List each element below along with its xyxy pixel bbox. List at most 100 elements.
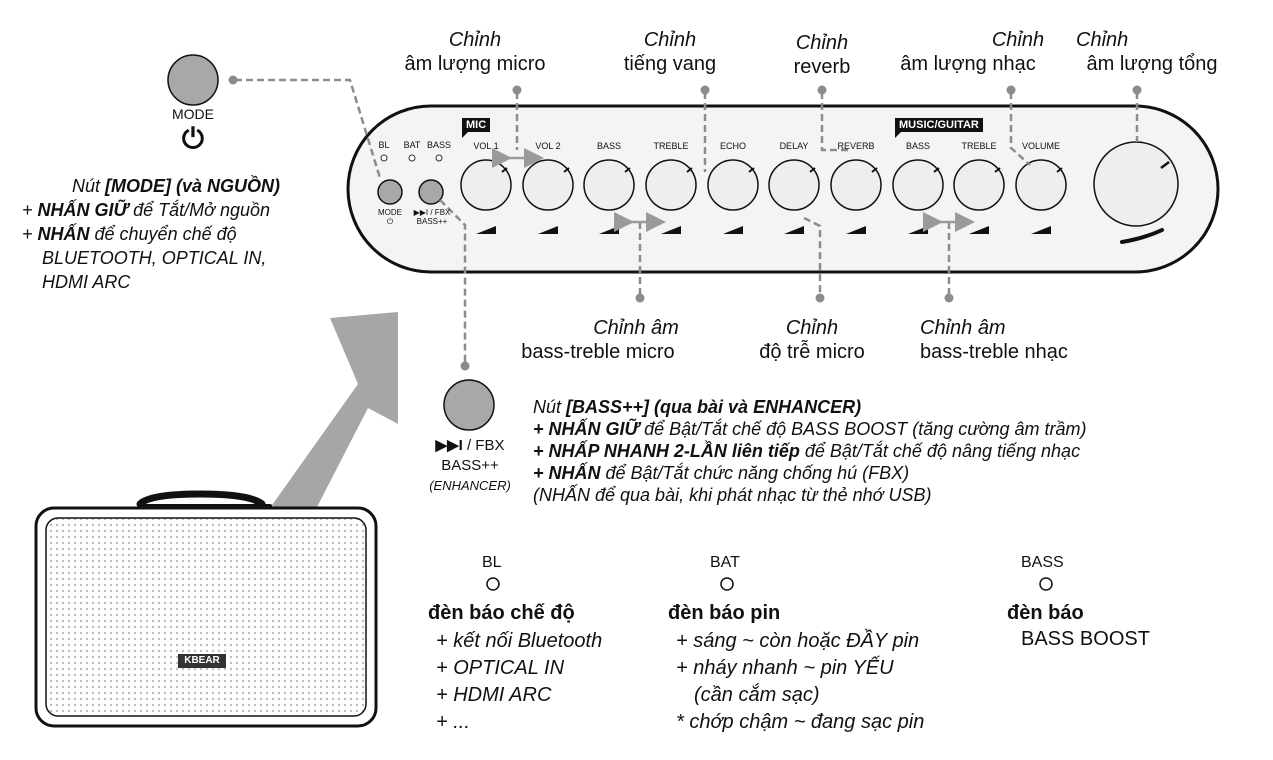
knob-echo[interactable] <box>707 159 759 234</box>
callout-master-volume: Chỉnh âm lượng tổng <box>1068 28 1236 76</box>
led-name: BL <box>482 554 502 571</box>
bass-desc-title-bold: [BASS++] (qua bài và ENHANCER) <box>566 397 862 417</box>
mode-line-pre: + <box>22 200 38 220</box>
panel-led-label-bass: BASS <box>426 140 451 150</box>
led-line: + HDMI ARC <box>436 684 552 706</box>
mode-desc: Nút [MODE] (và NGUỒN) + NHẤN GIỮ để Tắt/… <box>22 174 280 294</box>
led-line: + nháy nhanh ~ pin YẾU <box>676 657 894 679</box>
mic-section-tag: MIC <box>462 118 491 138</box>
mode-line-bold: NHẤN GIỮ <box>37 200 129 220</box>
mode-line-post: để Tắt/Mở nguồn <box>128 200 271 220</box>
leader-mode <box>235 78 382 179</box>
knob-label: VOL 2 <box>535 141 561 151</box>
leader-dots <box>228 75 1142 371</box>
panel-mode-label: MODE <box>378 208 402 217</box>
panel-mode-button[interactable] <box>377 179 403 205</box>
led-line: (cần cắm sạc) <box>694 684 820 706</box>
callout-line: Chỉnh <box>1076 29 1129 51</box>
knob-music-volume[interactable] <box>1015 159 1067 234</box>
led-head: đèn báo <box>1007 602 1084 624</box>
mode-line-pre: + <box>22 224 38 244</box>
panel-fbx-button[interactable] <box>418 179 444 205</box>
callout-line: Chỉnh <box>991 29 1045 51</box>
panel-power-icon: ⏻ <box>386 217 394 226</box>
bass-desc-line: + NHẤN để Bật/Tắt chức năng chống hú (FB… <box>533 462 1087 484</box>
skip-icon: ▶▶I <box>435 437 463 454</box>
mode-line-bold: NHẤN <box>37 224 90 244</box>
panel-bass-label: BASS++ <box>416 217 448 226</box>
panel-led-label-bat: BAT <box>403 140 421 150</box>
led-head: đèn báo chế độ <box>428 602 575 624</box>
mode-desc-title-bold: [MODE] (và NGUỒN) <box>105 176 281 196</box>
knob-label: ECHO <box>719 141 746 151</box>
mode-big-button[interactable] <box>167 54 219 106</box>
speaker-logo-plate <box>178 654 226 668</box>
bass-line-post: để Bật/Tắt chức năng chống hú (FBX) <box>600 463 910 483</box>
bass-line-pre: + <box>533 419 549 439</box>
knob-label: TREBLE <box>961 141 997 151</box>
leader-fbx <box>439 199 467 362</box>
legend-led-bass <box>1039 577 1053 591</box>
knob-label: REVERB <box>837 141 875 151</box>
knob-reverb[interactable] <box>830 159 882 234</box>
callout-line: âm lượng nhạc <box>900 53 1036 75</box>
mode-caption: MODE <box>172 106 214 122</box>
legend-led-bat <box>720 577 734 591</box>
led-line: + kết nối Bluetooth <box>436 630 603 652</box>
knob-music-treble[interactable] <box>953 159 1005 234</box>
bass-line-pre: + <box>533 463 549 483</box>
legend-leds <box>486 577 1053 591</box>
callout-mic-volume: Chỉnh âm lượng micro <box>380 28 570 76</box>
leader-delay <box>803 216 822 296</box>
knob-delay[interactable] <box>768 159 820 234</box>
led-name: BASS <box>1021 554 1064 571</box>
leader-lines <box>235 78 1139 362</box>
callout-line: bass-treble micro <box>521 341 675 363</box>
leader-reverb <box>820 92 848 152</box>
callout-mic-bass-treble: Chỉnh âm bass-treble micro <box>500 316 696 364</box>
knob-label: BASS <box>905 141 930 151</box>
bass-line-bold: NHẤN GIỮ <box>548 419 640 439</box>
mode-desc-title: Nút [MODE] (và NGUỒN) <box>22 174 280 198</box>
fbx-text: / FBX <box>462 437 505 454</box>
bass-line-post: để Bật/Tắt chế độ nâng tiếng nhạc <box>799 441 1081 461</box>
pair-arrows <box>492 148 975 232</box>
callout-line: tiếng vang <box>623 53 717 75</box>
callout-line: Chỉnh âm <box>593 317 679 339</box>
callout-music-bass-treble: Chỉnh âm bass-treble nhạc <box>920 316 1110 364</box>
bass-btn-caption-line2: BASS++ <box>441 457 499 474</box>
knob-mic-vol2[interactable] <box>522 159 574 234</box>
led-head: đèn báo pin <box>668 602 781 624</box>
callout-line: reverb <box>793 56 851 78</box>
callout-line: Chỉnh âm <box>920 317 1006 339</box>
knob-mic-treble[interactable] <box>645 159 697 234</box>
knob-mic-vol1[interactable] <box>460 159 512 234</box>
callout-reverb: Chỉnh reverb <box>770 31 874 79</box>
panel-knobs <box>460 141 1179 244</box>
legend-led-bl <box>486 577 500 591</box>
bass-big-button[interactable] <box>443 379 495 431</box>
led-line: * chớp chậm ~ đang sạc pin <box>676 711 925 733</box>
knob-label: BASS <box>596 141 621 151</box>
callout-line: độ trễ micro <box>759 341 865 363</box>
knob-label: VOL 1 <box>473 141 499 151</box>
callout-line: Chỉnh <box>795 32 849 54</box>
bass-desc-note: (NHẤN để qua bài, khi phát nhạc từ thẻ n… <box>533 485 932 505</box>
bass-line-post: để Bật/Tắt chế độ BASS BOOST (tăng cường… <box>639 419 1087 439</box>
panel-fbx-label: ▶▶I / FBX <box>413 208 451 217</box>
callout-line: Chỉnh <box>785 317 839 339</box>
bass-btn-caption-line3: (ENHANCER) <box>429 478 511 493</box>
callout-line: bass-treble nhạc <box>920 341 1068 363</box>
speaker-grille <box>45 517 367 717</box>
knob-label: VOLUME <box>1021 141 1060 151</box>
led-name: BAT <box>710 554 740 571</box>
bass-line-bold: NHẤN <box>548 463 601 483</box>
panel-led-bat <box>408 154 416 162</box>
knob-label: DELAY <box>779 141 809 151</box>
mode-desc-modes: BLUETOOTH, OPTICAL IN, <box>42 248 267 268</box>
knob-label: TREBLE <box>653 141 689 151</box>
bass-line-bold: NHẤP NHANH 2-LẦN liên tiếp <box>548 441 800 461</box>
bass-line-pre: + <box>533 441 549 461</box>
callout-mic-delay: Chỉnh độ trễ micro <box>740 316 884 364</box>
